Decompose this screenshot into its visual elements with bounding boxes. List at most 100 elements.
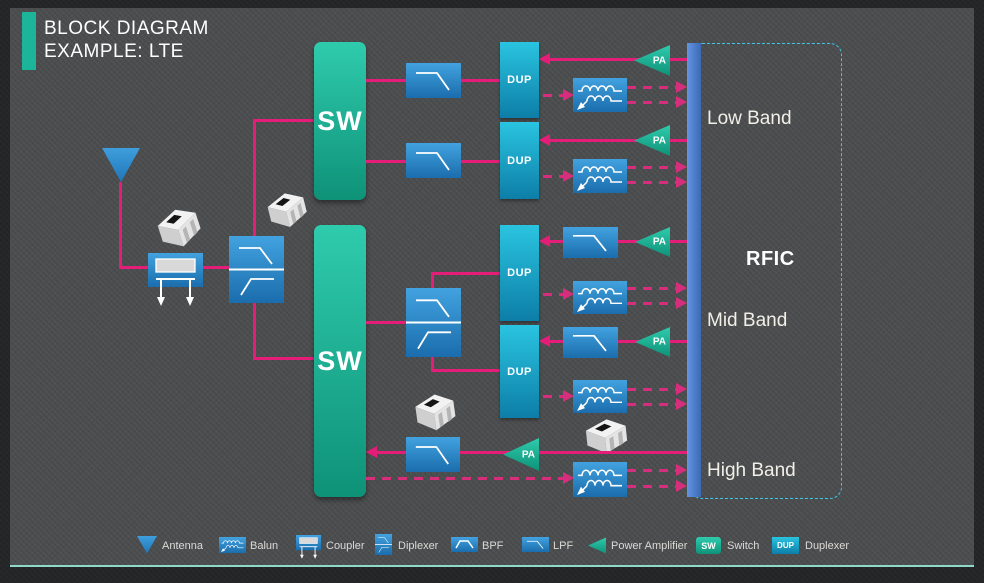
connector-line (253, 119, 256, 236)
switch-label: SW (317, 105, 363, 136)
band-label-high: High Band (707, 460, 796, 481)
tx-line (549, 240, 687, 243)
arrowhead (539, 53, 550, 65)
arrowhead (676, 464, 687, 476)
legend-power-amplifier-icon (587, 537, 606, 554)
balun-block (573, 159, 627, 193)
legend-label: LPF (553, 540, 574, 552)
duplexer-label: DUP (507, 365, 532, 378)
rfic-label: RFIC (746, 248, 795, 270)
power-amplifier: PA (633, 326, 670, 358)
arrowhead (563, 170, 574, 182)
duplexer-label: DUP (777, 541, 794, 550)
arrowhead (676, 96, 687, 108)
arrowhead (676, 398, 687, 410)
legend-switch-icon: SW (696, 537, 721, 554)
legend-duplexer-icon: DUP (772, 537, 799, 554)
duplexer-block: DUP (500, 325, 539, 418)
connector-line (366, 321, 406, 324)
connector-line (253, 119, 314, 122)
rx-line (543, 175, 563, 178)
legend-label: Balun (250, 540, 279, 552)
arrowhead (676, 282, 687, 294)
legend-balun-icon (219, 537, 246, 553)
rx-line (627, 181, 677, 184)
legend-label: Duplexer (805, 540, 850, 552)
rx-line (627, 403, 677, 406)
lpf-block (406, 437, 460, 472)
diplexer-block-antenna (229, 236, 284, 303)
title-accent-bar (22, 12, 36, 70)
duplexer-block: DUP (500, 225, 539, 321)
arrowhead (676, 81, 687, 93)
balun-block (573, 380, 627, 413)
switch-label: SW (701, 540, 716, 551)
legend-label: BPF (482, 540, 504, 552)
rfic-bar (687, 43, 701, 497)
arrowhead (539, 235, 550, 247)
power-amplifier: PA (633, 226, 670, 258)
rx-line (627, 485, 677, 488)
connector-line (431, 272, 500, 275)
lpf-block (406, 143, 461, 178)
rx-line (543, 395, 563, 398)
switch-label: SW (317, 345, 363, 376)
slide-background (10, 8, 974, 566)
arrowhead (676, 161, 687, 173)
rx-line (543, 94, 563, 97)
title-line-2: EXAMPLE: LTE (44, 41, 184, 62)
rx-line (627, 86, 677, 89)
rx-line (543, 293, 563, 296)
connector-line (253, 303, 256, 360)
duplexer-block: DUP (500, 122, 539, 199)
connector-line (366, 160, 406, 163)
connector-line (461, 79, 500, 82)
title-line-1: BLOCK DIAGRAM (44, 18, 209, 39)
power-amplifier: PA (501, 437, 539, 472)
rx-line (627, 166, 677, 169)
arrowhead (563, 390, 574, 402)
power-amplifier: PA (632, 44, 670, 77)
arrowhead (676, 297, 687, 309)
legend-diplexer-icon (375, 534, 392, 555)
arrowhead (676, 480, 687, 492)
connector-line (203, 266, 230, 269)
pa-label: PA (652, 336, 666, 348)
arrowhead (676, 176, 687, 188)
lpf-block (563, 227, 618, 258)
legend-label: Diplexer (398, 540, 439, 552)
connector-line (431, 357, 434, 372)
pa-label: PA (652, 236, 666, 248)
duplexer-label: DUP (507, 267, 532, 279)
rx-line (627, 469, 677, 472)
rx-line (627, 302, 677, 305)
arrowhead (563, 89, 574, 101)
power-amplifier: PA (632, 124, 670, 157)
legend-label: Antenna (162, 540, 203, 552)
pa-label: PA (521, 449, 535, 460)
pa-label: PA (652, 135, 666, 146)
balun-block (573, 462, 627, 497)
legend-label: Switch (727, 540, 760, 552)
connector-line (253, 357, 314, 360)
lpf-block (563, 327, 618, 358)
coupler-block (148, 253, 203, 311)
legend-bpf-icon (451, 537, 478, 552)
duplexer-label: DUP (507, 154, 532, 167)
arrowhead (563, 288, 574, 300)
switch-block-bottom: SW (314, 225, 366, 497)
connector-line (366, 79, 406, 82)
chip-component-photo (407, 390, 460, 436)
switch-block-top: SW (314, 42, 366, 200)
balun-block (573, 78, 627, 112)
rx-line (627, 101, 677, 104)
legend-label: Power Amplifier (611, 540, 688, 552)
antenna-icon (102, 148, 140, 183)
connector-line (431, 369, 500, 372)
arrowhead (539, 134, 550, 146)
diplexer-block-mid (406, 288, 461, 357)
rx-line (366, 477, 563, 480)
connector-line (431, 272, 434, 288)
connector-line (461, 160, 500, 163)
page-title: BLOCK DIAGRAM EXAMPLE: LTE (44, 17, 209, 63)
